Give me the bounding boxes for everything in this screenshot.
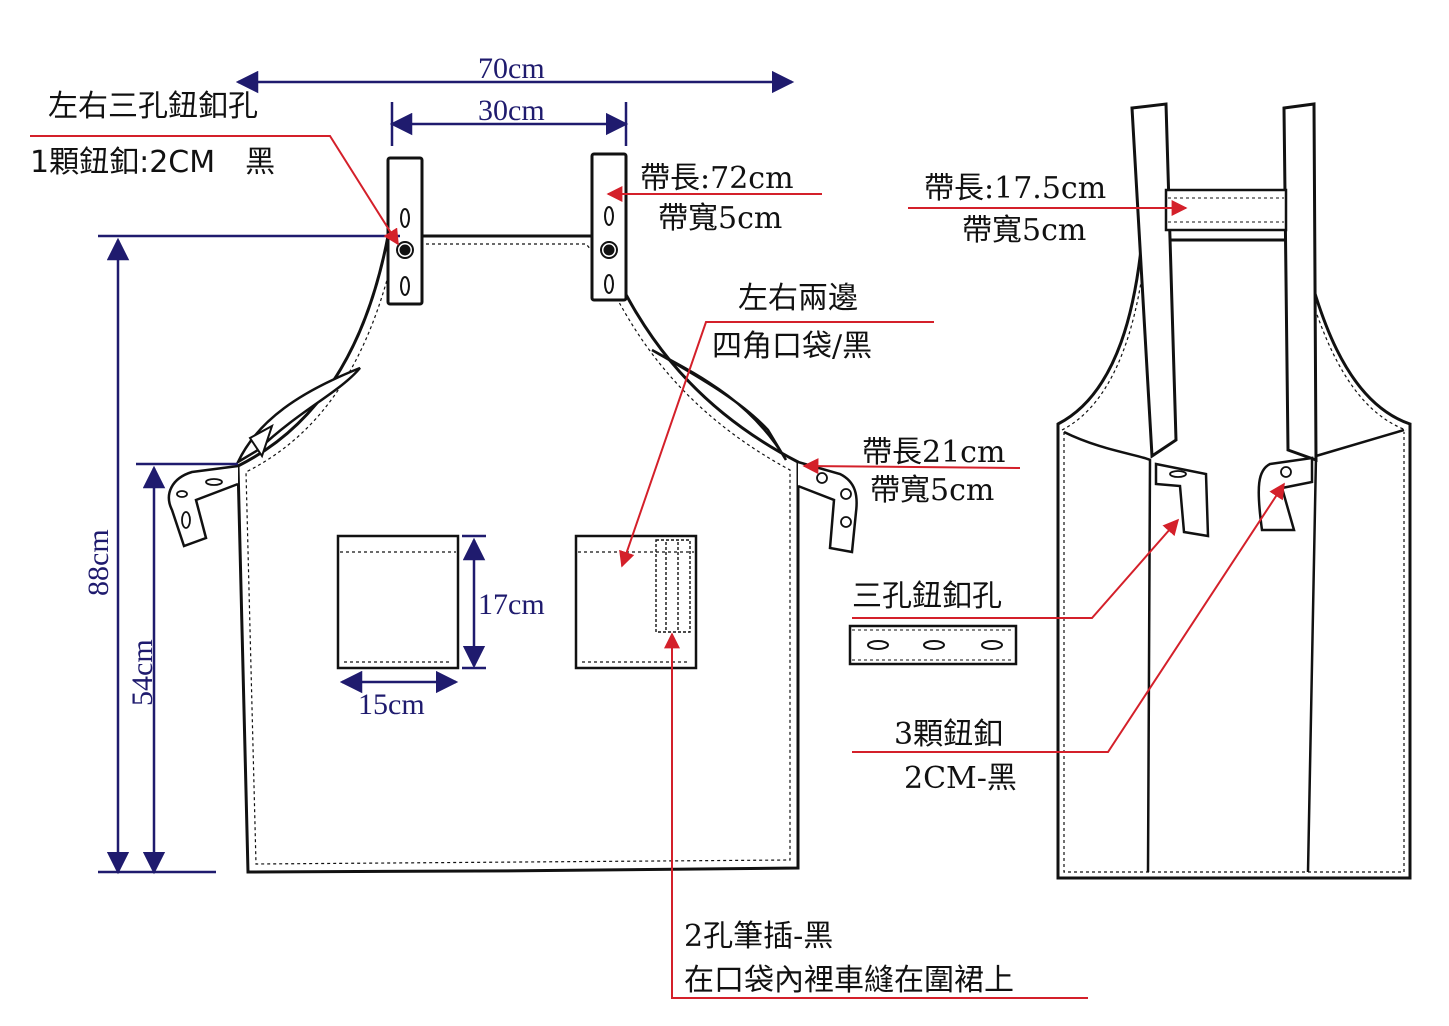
button-icon (816, 472, 828, 484)
back-right-tab (1257, 456, 1314, 532)
button-spec-label: 1顆鈕釦:2CM 黑 (30, 145, 275, 180)
strap-hole-icon (400, 276, 410, 296)
pockets-title-label: 左右兩邊 (738, 281, 858, 316)
strap-hole-icon (604, 274, 614, 294)
back-apron (1056, 102, 1412, 880)
tie-hole-icon (1169, 470, 1187, 478)
dim-17-label: 17cm (478, 588, 545, 621)
tie-hole-icon (205, 478, 223, 486)
right-pocket (574, 534, 698, 670)
dim-15-label: 15cm (358, 688, 425, 721)
three-hole-strip (848, 624, 1018, 666)
left-side-tie (167, 464, 239, 548)
left-neck-strap (386, 156, 424, 306)
back-strap-length-label: 帶長:17.5cm (924, 171, 1106, 206)
leader-side-strap (802, 458, 1021, 475)
back-strap-right (1282, 102, 1318, 463)
leader-three-hole (852, 518, 1180, 619)
button-center (399, 244, 411, 256)
tie-hole-icon (176, 490, 188, 498)
button-holes-title: 左右三孔鈕釦孔 (48, 89, 258, 124)
pen-holder-spec-label: 在口袋內裡車縫在圍裙上 (684, 963, 1014, 998)
pen-holder (655, 539, 691, 633)
right-side-tie (797, 460, 858, 554)
strip-hole-icon (867, 640, 889, 650)
three-buttons-spec-label: 2CM-黑 (904, 761, 1017, 796)
button-icon (840, 516, 852, 528)
neck-strap-length-label: 帶長:72cm (640, 161, 794, 196)
back-strap-width-label: 帶寬5cm (962, 213, 1086, 248)
leader-button-holes (30, 135, 399, 246)
side-strap-length-label: 帶長21cm (862, 435, 1005, 470)
three-buttons-title-label: 3顆鈕釦 (894, 717, 1003, 752)
back-left-tab (1154, 462, 1210, 538)
dim-30-label: 30cm (478, 94, 545, 127)
left-pocket (336, 534, 460, 670)
dimension-lines (98, 70, 795, 875)
front-apron (167, 152, 858, 874)
neck-strap-width-label: 帶寬5cm (658, 201, 782, 236)
right-neck-strap (590, 152, 628, 302)
front-apron-stitch (245, 243, 791, 865)
pen-holder-title-label: 2孔筆插-黑 (684, 919, 833, 954)
leader-three-buttons (852, 482, 1285, 753)
strip-hole-icon (981, 640, 1003, 650)
pockets-spec-label: 四角口袋/黑 (712, 329, 872, 364)
back-connecting-strap (1164, 188, 1288, 232)
tie-hole-icon (181, 511, 191, 529)
leader-pen-holder (664, 632, 1088, 999)
leader-lines (30, 135, 1285, 999)
strip-hole-icon (923, 640, 945, 650)
leader-pockets (619, 321, 934, 568)
left-flap-tab (248, 423, 274, 459)
right-side-flap (651, 348, 788, 461)
side-strap-width-label: 帶寬5cm (870, 473, 994, 508)
back-panel-left (1063, 430, 1152, 873)
button-icon (1280, 466, 1292, 478)
strap-hole-icon (400, 208, 410, 228)
button-icon (840, 488, 852, 500)
dim-54-label: 54cm (126, 639, 159, 706)
three-hole-title-label: 三孔鈕釦孔 (852, 579, 1002, 614)
button-center (603, 244, 615, 256)
strap-hole-icon (604, 206, 614, 226)
dim-88-label: 88cm (82, 529, 115, 596)
dim-70-label: 70cm (478, 52, 545, 85)
